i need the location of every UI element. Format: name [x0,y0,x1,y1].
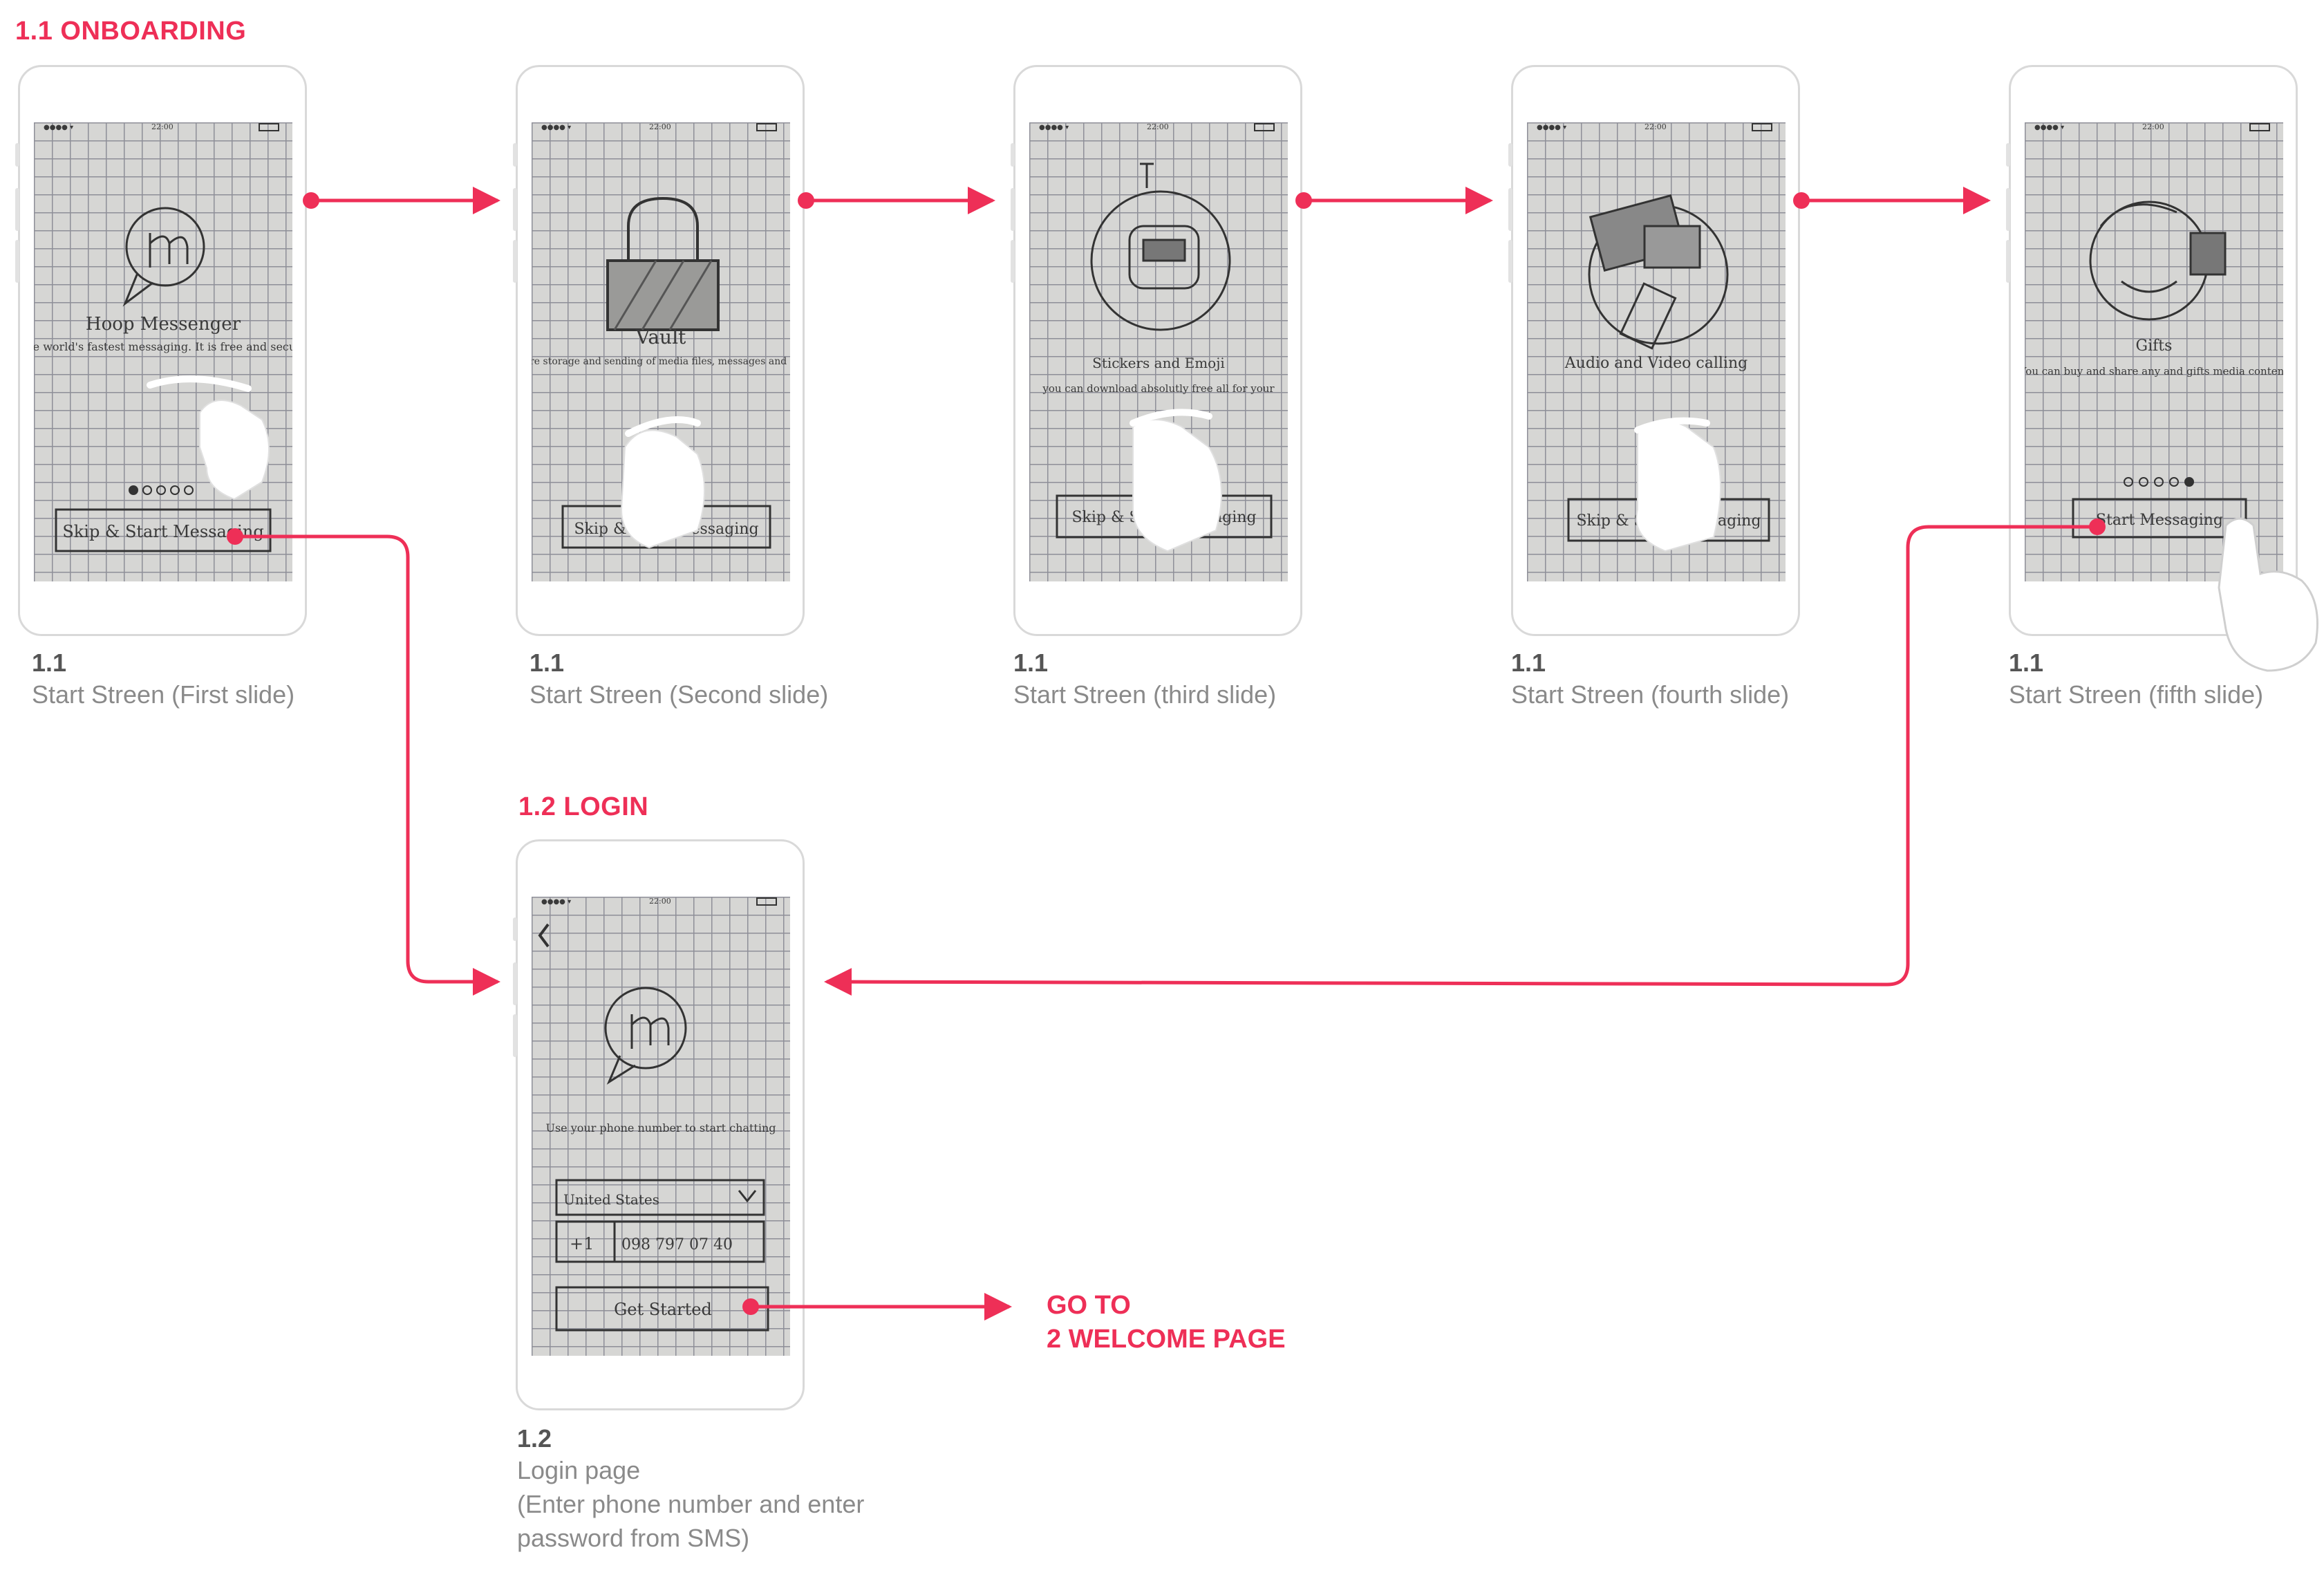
slide-heading: Vault [635,326,686,348]
caption-number: 1.1 [530,649,565,677]
hand-swipe-icon [1634,417,1721,552]
svg-text:●●●● ▾: ●●●● ▾ [1039,124,1069,131]
slide-body: Secure storage and sending of media file… [532,356,790,367]
hand-swipe-icon [147,375,270,501]
caption-title: Start Streen (Second slide) [530,680,829,709]
skip-button[interactable] [55,508,272,552]
status-time: 22:00 [649,122,671,131]
country-value: United States [563,1191,659,1208]
phone-frame-slide-1: ●●●● ▾ 22:00 Hoop Messenger The world's … [15,65,307,636]
phone-frame-slide-5: ●●●● ▾ 22:00 Gifts You can buy and share… [2006,65,2298,636]
caption-number: 1.1 [1013,649,1049,677]
pagination-dots [129,485,194,495]
svg-text:●●●● ▾: ●●●● ▾ [1537,124,1566,131]
login-caption-line-2: (Enter phone number and enter [517,1490,865,1518]
slide-body: You can buy and share any and gifts medi… [2025,365,2283,377]
phone-value: 098 797 07 40 [621,1236,733,1253]
hoop-logo-icon [122,207,205,307]
country-code: +1 [570,1234,594,1253]
sketch-screen-slide-3[interactable]: ●●●● ▾ 22:00 Stickers and Emoji you can … [1029,122,1288,581]
status-time: 22:00 [2142,122,2164,131]
phone-input[interactable] [555,1220,765,1263]
country-select[interactable] [555,1179,765,1216]
status-time: 22:00 [1644,122,1667,131]
back-icon[interactable] [538,923,550,948]
start-button-label: Start Messaging [2096,512,2223,529]
sketch-screen-login[interactable]: ●●●● ▾ 22:00 Use your phone number to st… [532,897,790,1356]
padlock-icon [606,196,720,331]
section-title-onboarding: 1.1 ONBOARDING [15,17,247,46]
slide-body: you can download absolutly free all for … [1042,382,1275,395]
caption-number: 1.1 [1511,649,1546,677]
get-started-label: Get Started [614,1300,712,1319]
status-time: 22:00 [1147,122,1169,131]
phone-frame-slide-4: ●●●● ▾ 22:00 Audio and Video calling Ski… [1508,65,1800,636]
goto-label-line-1[interactable]: GO TO [1047,1291,1131,1320]
sketch-screen-slide-4[interactable]: ●●●● ▾ 22:00 Audio and Video calling Ski… [1527,122,1786,581]
slide-heading: Stickers and Emoji [1092,355,1225,371]
caption-number: 1.1 [32,649,67,677]
skip-button-label: Skip & Start Messaging [62,522,263,541]
svg-text:●●●● ▾: ●●●● ▾ [541,898,571,906]
caption-title: Start Streen (fourth slide) [1511,680,1790,709]
section-title-login: 1.2 LOGIN [518,792,649,821]
svg-text:●●●● ▾: ●●●● ▾ [44,124,73,131]
hand-swipe-icon [1130,409,1222,552]
status-time: 22:00 [649,897,671,906]
gift-character-icon [2089,200,2227,321]
chevron-down-icon [738,1190,757,1203]
svg-text:●●●● ▾: ●●●● ▾ [541,124,571,131]
sketch-screen-slide-1[interactable]: ●●●● ▾ 22:00 Hoop Messenger The world's … [34,122,292,581]
sketch-screen-slide-2[interactable]: ●●●● ▾ 22:00 Vault Secure storage and se… [532,122,790,581]
login-caption-line-3: password from SMS) [517,1524,750,1552]
login-caption-line-1: Login page [517,1456,641,1484]
caption-number: 1.1 [2009,649,2044,677]
start-messaging-button[interactable] [2072,498,2247,539]
slide-body: The world's fastest messaging. It is fre… [34,340,292,353]
pagination-dots [2124,477,2194,487]
hand-tap-icon [2218,517,2318,672]
slide-heading: Gifts [2136,337,2173,355]
caption-title: Start Streen (fifth slide) [2009,680,2264,709]
get-started-button[interactable] [555,1286,769,1332]
phone-frame-slide-2: ●●●● ▾ 22:00 Vault Secure storage and se… [513,65,805,636]
status-time: 22:00 [151,122,174,131]
slide-heading: Audio and Video calling [1564,355,1747,372]
caption-title: Start Streen (third slide) [1013,680,1277,709]
login-instructions: Use your phone number to start chatting [545,1121,776,1135]
phone-frame-login: ●●●● ▾ 22:00 Use your phone number to st… [513,839,805,1410]
phone-frame-slide-3: ●●●● ▾ 22:00 Stickers and Emoji you can … [1011,65,1302,636]
goto-label-line-2[interactable]: 2 WELCOME PAGE [1047,1325,1286,1354]
sketch-screen-slide-5[interactable]: ●●●● ▾ 22:00 Gifts You can buy and share… [2025,122,2283,581]
slide-heading: Hoop Messenger [86,314,241,335]
robot-sticker-icon [1090,162,1231,331]
camera-phone-icon [1588,194,1729,350]
caption-title: Start Streen (First slide) [32,680,295,709]
svg-text:●●●● ▾: ●●●● ▾ [2034,124,2064,131]
hoop-logo-icon [604,987,687,1085]
caption-number: 1.2 [517,1424,552,1453]
hand-swipe-icon [620,416,705,549]
